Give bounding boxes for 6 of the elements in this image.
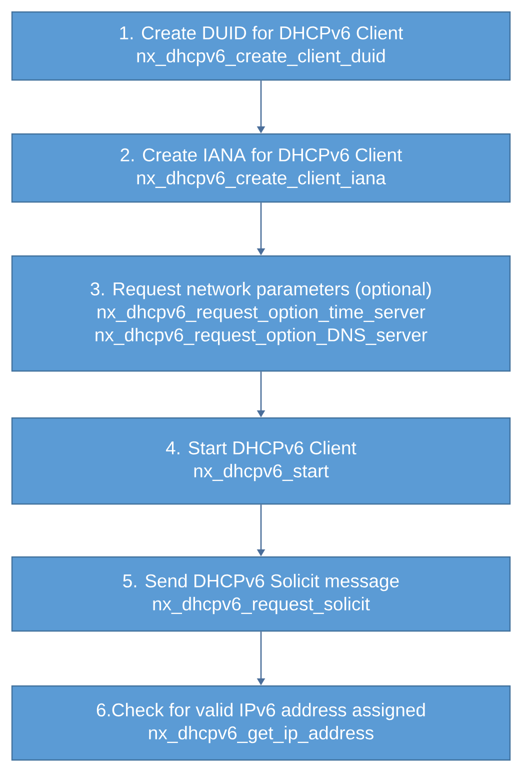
process-box: 2. Create IANA for DHCPv6 Client nx_dhcpv6_create_client_iana (11, 133, 511, 203)
process-box: 6.Check for valid IPv6 address assigned nx_dhcpv6_get_ip_address (11, 685, 511, 761)
process-box: 5. Send DHCPv6 Solicit message nx_dhcpv6_request_solicit (11, 556, 511, 632)
process-box: 1. Create DUID for DHCPv6 Client nx_dhcpv6_create_client_duid (11, 11, 511, 81)
process-box: 4. Start DHCPv6 Client nx_dhcpv6_start (11, 417, 511, 505)
process-box: 3. Request network parameters (optional) nx_dhcpv6_request_option_time_server nx_dhcpv6_request_option_DNS_server (11, 255, 511, 372)
